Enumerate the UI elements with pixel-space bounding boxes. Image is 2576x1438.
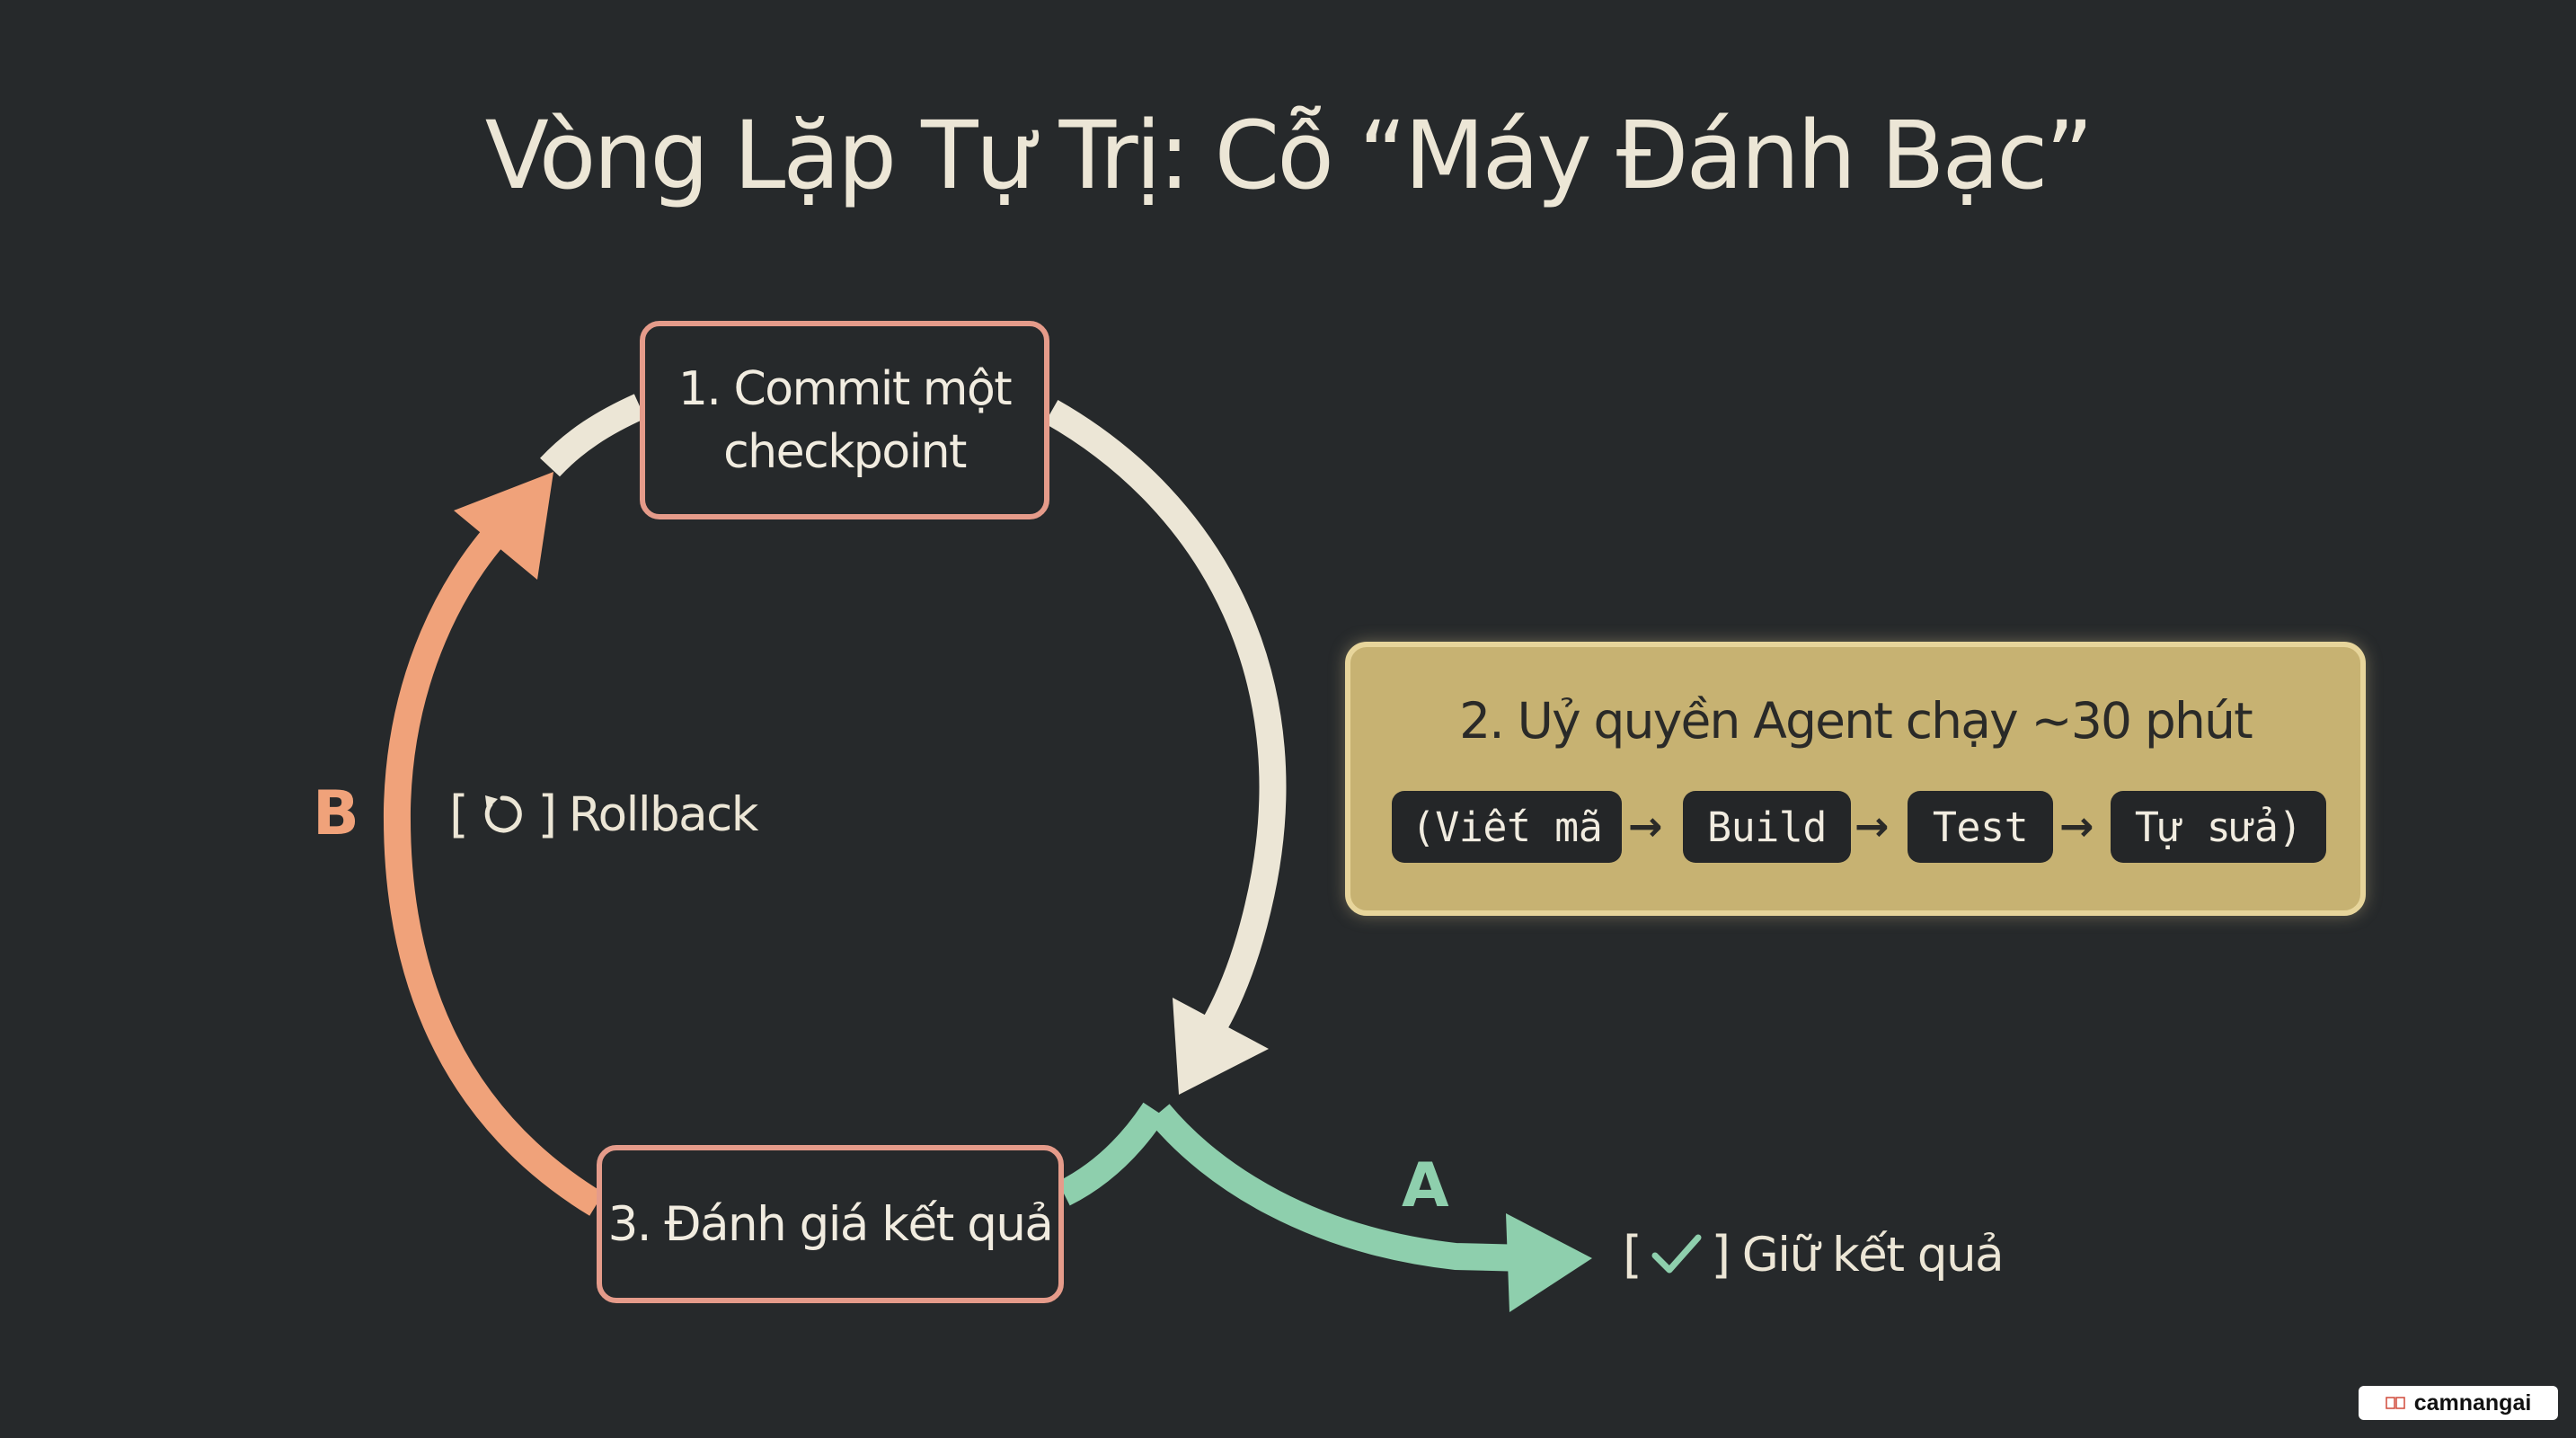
arrow-commit-to-evaluate: [1044, 399, 1287, 1061]
branch-a-letter: A: [1402, 1150, 1449, 1221]
arrowhead-branch-b: [454, 472, 553, 580]
branch-b-letter: B: [313, 778, 359, 849]
arrow-evaluate-segment: [1058, 1102, 1166, 1206]
arrow-branch-a: [1148, 1104, 1528, 1272]
rollback-bracket-close: ]: [537, 785, 557, 844]
arrowhead-to-evaluate: [1173, 998, 1269, 1095]
arrowhead-branch-a: [1506, 1213, 1592, 1312]
node-delegate-agent: 2. Uỷ quyền Agent chạy ~30 phút (Viết mã…: [1345, 642, 2366, 916]
keep-bracket-open: [: [1623, 1225, 1642, 1284]
watermark-badge: camnangai: [2359, 1386, 2558, 1420]
undo-icon: [485, 795, 523, 833]
rollback-text: Rollback: [568, 786, 759, 842]
chip-self-fix: Tự sửa): [2111, 791, 2326, 863]
evaluate-label: 3. Đánh giá kết quả: [607, 1196, 1054, 1252]
diagram-title: Vòng Lặp Tự Trị: Cỗ “Máy Đánh Bạc”: [484, 101, 2094, 210]
chip-arrow-3: →: [2059, 802, 2094, 850]
keep-result-label: [ ] Giữ kết quả: [1623, 1221, 2005, 1289]
book-icon: [2385, 1397, 2405, 1409]
arrow-tail-top: [540, 394, 646, 477]
keep-text: Giữ kết quả: [1741, 1227, 2005, 1283]
watermark-text: camnangai: [2413, 1389, 2532, 1416]
node-commit-checkpoint: 1. Commit một checkpoint: [640, 321, 1049, 519]
delegate-heading: 2. Uỷ quyền Agent chạy ~30 phút: [1459, 692, 2253, 750]
chip-write-code: (Viết mã: [1392, 791, 1622, 863]
keep-bracket-close: ]: [1711, 1225, 1731, 1284]
chip-test: Test: [1908, 791, 2053, 863]
node-evaluate-result: 3. Đánh giá kết quả: [597, 1145, 1064, 1303]
rollback-label: [ ] Rollback: [449, 780, 759, 848]
rollback-bracket-open: [: [449, 785, 469, 844]
commit-line-1: 1. Commit một: [677, 361, 1013, 416]
check-icon: [1651, 1234, 1702, 1274]
chip-build: Build: [1683, 791, 1851, 863]
commit-line-2: checkpoint: [723, 424, 967, 479]
chip-arrow-2: →: [1855, 802, 1890, 850]
arrow-branch-b: [383, 498, 604, 1216]
chip-arrow-1: →: [1628, 802, 1663, 850]
